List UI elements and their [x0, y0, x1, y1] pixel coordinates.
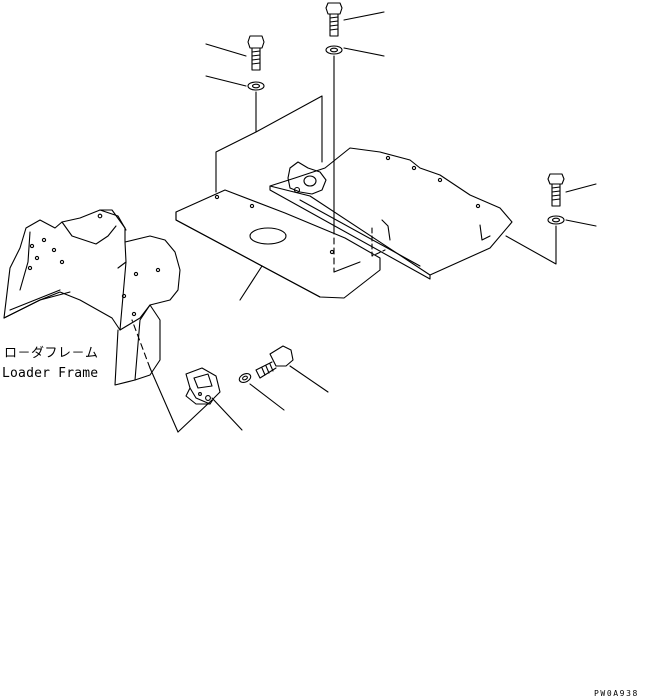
washer-left-upper — [205, 75, 265, 91]
washer-right — [547, 215, 597, 227]
washer-lower — [238, 373, 285, 411]
drawing-code: PW0A938 — [594, 689, 639, 698]
leader-lines — [131, 55, 557, 433]
floor-plate-rear — [269, 147, 513, 280]
bolt-left-upper — [205, 35, 265, 71]
loader-frame — [3, 209, 181, 386]
washer-top-center — [325, 45, 385, 57]
bolt-top-center — [325, 2, 385, 37]
bolt-right — [547, 173, 597, 207]
loader-frame-jp-label: ロ－ダフレ－ム — [4, 346, 99, 361]
loader-frame-en-label: Loader Frame — [2, 366, 99, 381]
floor-plate-front — [175, 189, 381, 299]
bracket-lower — [185, 367, 243, 431]
bolt-lower — [255, 345, 329, 393]
